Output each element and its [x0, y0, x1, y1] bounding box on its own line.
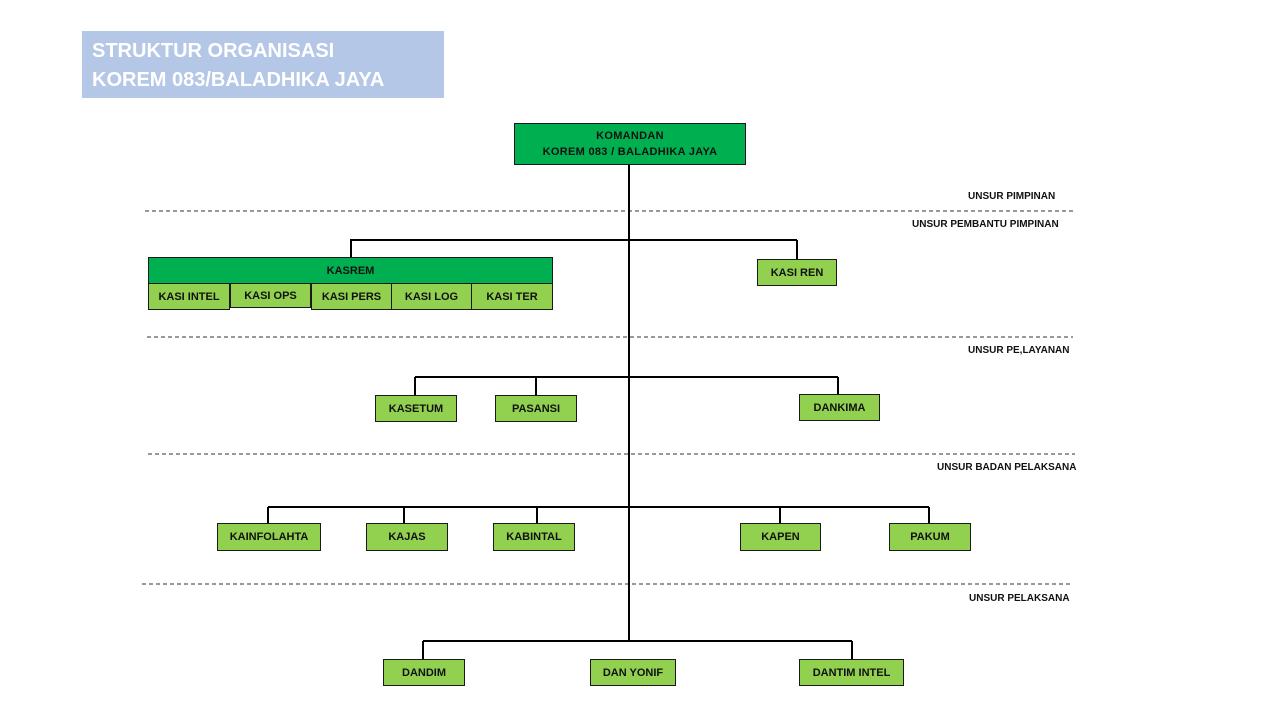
commander-line-1: KOMANDAN: [596, 130, 664, 142]
page-title: STRUKTUR ORGANISASI KOREM 083/BALADHIKA …: [82, 31, 444, 98]
dan-yonif-node: DAN YONIF: [590, 659, 676, 686]
kasi-intel-node: KASI INTEL: [148, 283, 230, 310]
section-label-pimpinan: UNSUR PIMPINAN: [968, 191, 1056, 202]
dankima-node: DANKIMA: [799, 394, 880, 421]
kasi-ter-node: KASI TER: [471, 283, 553, 310]
title-line-2: KOREM 083/BALADHIKA JAYA: [92, 69, 385, 91]
section-label-pembantu: UNSUR PEMBANTU PIMPINAN: [912, 219, 1059, 230]
kasrem-node: KASREM: [148, 257, 553, 284]
kainfolahta-node: KAINFOLAHTA: [217, 523, 321, 551]
kasi-ren-node: KASI REN: [757, 259, 837, 286]
kasetum-node: KASETUM: [375, 395, 457, 422]
kabintal-node: KABINTAL: [493, 523, 575, 551]
dantim-intel-node: DANTIM INTEL: [799, 659, 904, 686]
kasi-log-node: KASI LOG: [391, 283, 472, 310]
pakum-node: PAKUM: [889, 523, 971, 551]
dandim-node: DANDIM: [383, 659, 465, 686]
kajas-node: KAJAS: [366, 523, 448, 551]
section-label-badan-pelaksana: UNSUR BADAN PELAKSANA: [937, 462, 1077, 473]
commander-line-2: KOREM 083 / BALADHIKA JAYA: [542, 146, 718, 158]
pasansi-node: PASANSI: [495, 395, 577, 422]
section-label-pelayanan: UNSUR PE,LAYANAN: [968, 345, 1070, 356]
kapen-node: KAPEN: [740, 523, 821, 551]
title-line-1: STRUKTUR ORGANISASI: [92, 40, 335, 62]
commander-node: KOMANDAN KOREM 083 / BALADHIKA JAYA: [514, 123, 746, 165]
kasi-pers-node: KASI PERS: [311, 283, 392, 310]
kasi-ops-node: KASI OPS: [230, 283, 311, 308]
section-label-pelaksana: UNSUR PELAKSANA: [969, 593, 1070, 604]
